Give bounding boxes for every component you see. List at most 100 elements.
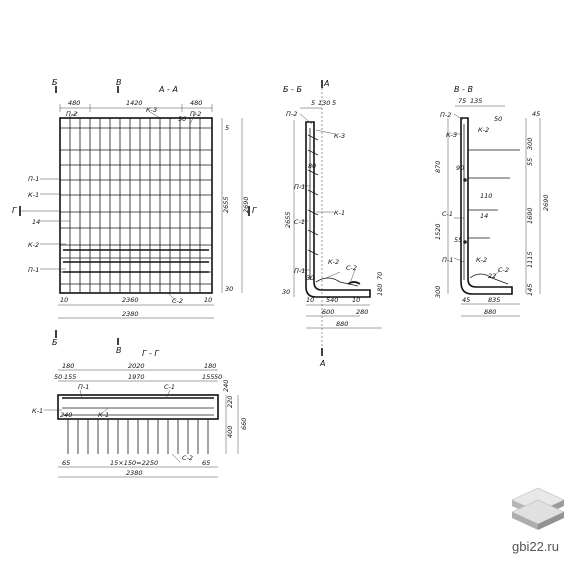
dim-text: 5 xyxy=(311,99,315,107)
view-vv-title: В - В xyxy=(454,85,473,94)
dim-text: 300 xyxy=(526,138,534,150)
dim-text: 1420 xyxy=(126,99,143,107)
mark-label: К-2 xyxy=(28,241,39,249)
dim-text: 880 xyxy=(336,320,348,328)
dim-text: 15×150=2250 xyxy=(110,459,158,467)
mark-label: К-1 xyxy=(98,411,109,419)
mark-label: П-2 xyxy=(286,110,297,118)
mark-label: С-1 xyxy=(294,218,305,226)
mark-label: К-2 xyxy=(476,256,487,264)
mark-label: 110 xyxy=(480,192,492,200)
dim-text: 50 xyxy=(54,373,62,381)
stacked-slabs-icon xyxy=(511,487,565,530)
mark-label: П-1 xyxy=(442,256,453,264)
text-layer: А - А Б В Б В Г Г 480 1420 480 5 2655 26… xyxy=(12,78,550,477)
mark-label: 50 xyxy=(178,115,186,123)
view-gg-title: Г - Г xyxy=(142,349,159,358)
dim-text: 480 xyxy=(68,99,80,107)
watermark-text: gbi22.ru xyxy=(512,539,559,554)
mark-label: П-2 xyxy=(66,110,77,118)
dim-text: 1970 xyxy=(128,373,145,381)
mark-label: К-2 xyxy=(328,258,339,266)
view-bb-cut-top: А xyxy=(323,79,329,88)
dim-text: 130 xyxy=(318,99,330,107)
dim-text: 10 xyxy=(60,296,68,304)
dim-text: 155 xyxy=(64,373,76,381)
dim-text: 10 xyxy=(352,296,360,304)
mark-label: 90 xyxy=(456,164,464,172)
dim-text: 240 xyxy=(222,380,230,392)
dim-text: 5 xyxy=(225,124,229,132)
horizontal-bars xyxy=(60,127,212,285)
view-aa xyxy=(19,86,250,345)
dim-text: 10 xyxy=(306,296,314,304)
view-aa-title: А - А xyxy=(158,85,178,94)
mark-label: 14 xyxy=(32,218,40,226)
cut-v-bottom: В xyxy=(116,346,122,355)
cut-g-left: Г xyxy=(12,206,17,215)
mark-label: С-2 xyxy=(346,264,357,272)
mark-label: С-1 xyxy=(442,210,453,218)
dim-text: 300 xyxy=(434,286,442,298)
dim-text: 400 xyxy=(226,426,234,438)
view-vv xyxy=(447,105,541,317)
vertical-bars xyxy=(69,118,201,293)
dim-text: 50 xyxy=(214,373,222,381)
dim-text: 55 xyxy=(526,158,534,166)
cut-b-left: Б xyxy=(52,78,58,87)
dim-text: 75 xyxy=(458,97,466,105)
dim-text: 145 xyxy=(526,284,534,296)
mark-label: 55 xyxy=(454,236,462,244)
dim-text: 1115 xyxy=(526,251,534,268)
mark-label: С-2 xyxy=(172,297,183,305)
dim-text: 2020 xyxy=(128,362,145,370)
dim-text: 10 xyxy=(204,296,212,304)
dim-text: 880 xyxy=(484,308,496,316)
mark-label: П-1 xyxy=(28,175,39,183)
dim-text: 65 xyxy=(62,459,70,467)
dim-text: 220 xyxy=(226,396,234,408)
dim-text: 65 xyxy=(202,459,210,467)
watermark-logo: gbi22.ru xyxy=(511,487,565,554)
dim-text: 835 xyxy=(488,296,500,304)
dim-text: 45 xyxy=(532,110,540,118)
cut-v-top: В xyxy=(116,78,122,87)
dim-text: 180 xyxy=(62,362,74,370)
mark-label: П-1 xyxy=(78,383,89,391)
mark-label: 22 xyxy=(488,272,496,280)
mark-label: П-1 xyxy=(294,267,305,275)
dim-text: 1520 xyxy=(434,223,442,240)
cut-b-bottom: Б xyxy=(52,338,58,347)
dim-text: 1690 xyxy=(526,207,534,224)
mark-label: 30 xyxy=(306,274,314,282)
mark-label: 70 xyxy=(376,272,384,280)
dim-text: 600 xyxy=(322,308,334,316)
mark-label: К-3 xyxy=(446,131,457,139)
loop-bars xyxy=(63,249,209,273)
dim-text: 2380 xyxy=(122,310,139,318)
mark-label: П-2 xyxy=(190,110,201,118)
mark-label: К-1 xyxy=(32,407,43,415)
mark-label: 14 xyxy=(480,212,488,220)
dim-text: 540 xyxy=(326,296,338,304)
cut-g-right: Г xyxy=(252,206,257,215)
mark-label: К-3 xyxy=(146,106,157,114)
dim-text: 2690 xyxy=(542,194,550,211)
mark-label: П-1 xyxy=(294,183,305,191)
dim-text: 180 xyxy=(204,362,216,370)
dim-text: 2690 xyxy=(242,196,250,213)
dim-text: 30 xyxy=(282,288,290,296)
view-gg xyxy=(44,369,239,478)
mark-label: П-2 xyxy=(440,111,451,119)
dim-text: 2360 xyxy=(122,296,139,304)
mark-label: 50 xyxy=(494,115,502,123)
mark-label: 80 xyxy=(308,162,316,170)
mark-label: К-2 xyxy=(478,126,489,134)
dim-text: 135 xyxy=(470,97,482,105)
dim-text: 480 xyxy=(190,99,202,107)
mark-label: 240 xyxy=(60,411,72,419)
dim-text: 870 xyxy=(434,161,442,173)
dim-text: 5 xyxy=(332,99,336,107)
